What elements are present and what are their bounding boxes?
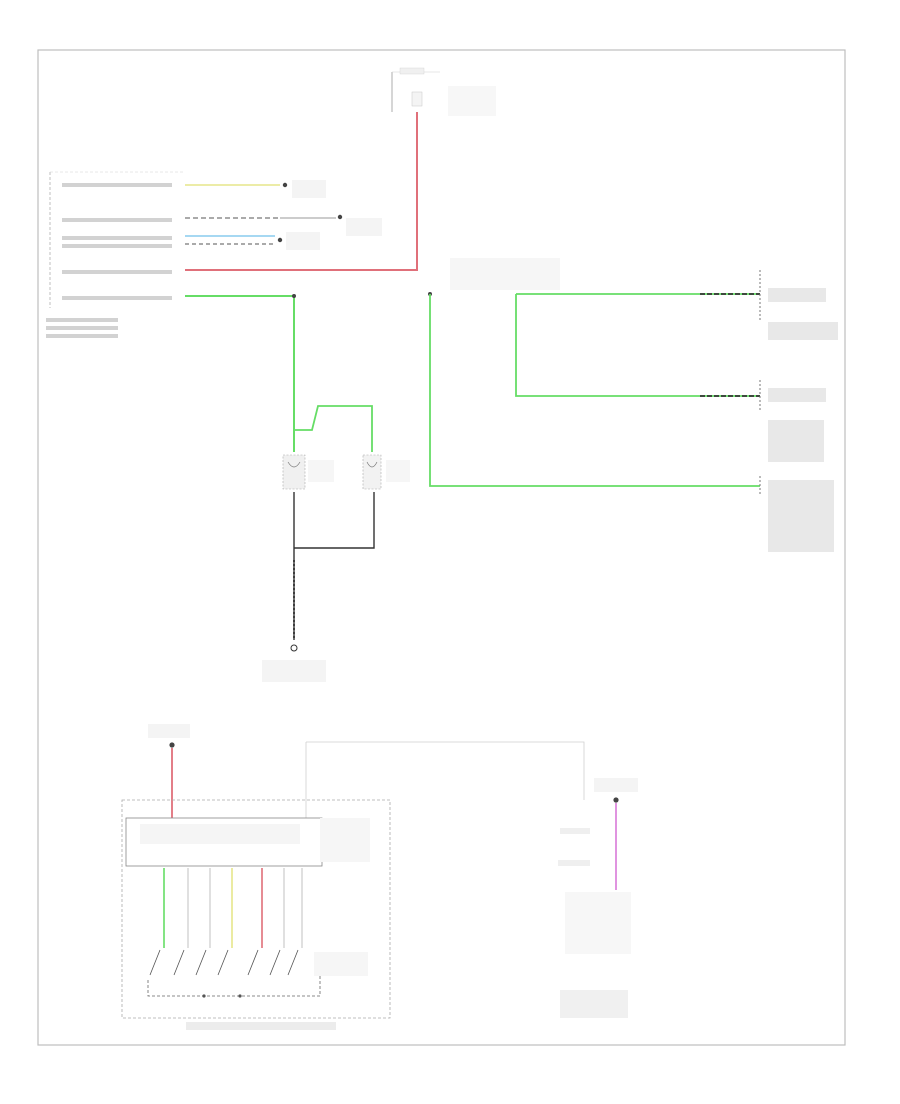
- range-switch-wire-6: [283, 868, 303, 948]
- trailer-backup-feed-wire: [429, 294, 760, 487]
- splice-icon: [282, 182, 288, 188]
- body-control-module: [46, 171, 185, 338]
- splice-icon: [277, 237, 283, 243]
- camera-module-label: [450, 258, 560, 290]
- splice-icon: [613, 797, 619, 803]
- splice-dot: [292, 294, 296, 298]
- fuse-block-top: [391, 67, 496, 116]
- automatic-transmission-assembly: [121, 799, 391, 1019]
- right-backup-lamp: [362, 454, 410, 490]
- transmission-range-switch: [147, 949, 368, 998]
- splice-icon: [169, 742, 175, 748]
- ground-wire: [293, 492, 375, 640]
- tcm-upper-bracket: [306, 741, 585, 800]
- diagram-frame: [37, 49, 846, 1046]
- backup-lamp-feed-wire: [185, 295, 295, 452]
- rear-camera-feed-wire: [515, 293, 760, 397]
- engine-control-module: [565, 892, 631, 954]
- left-backup-lamp: [282, 454, 334, 490]
- backup-lamp-jumper: [294, 405, 373, 452]
- splice-icon: [337, 214, 343, 220]
- fuse-feed-wire: [185, 112, 418, 271]
- ground-icon: [290, 644, 298, 652]
